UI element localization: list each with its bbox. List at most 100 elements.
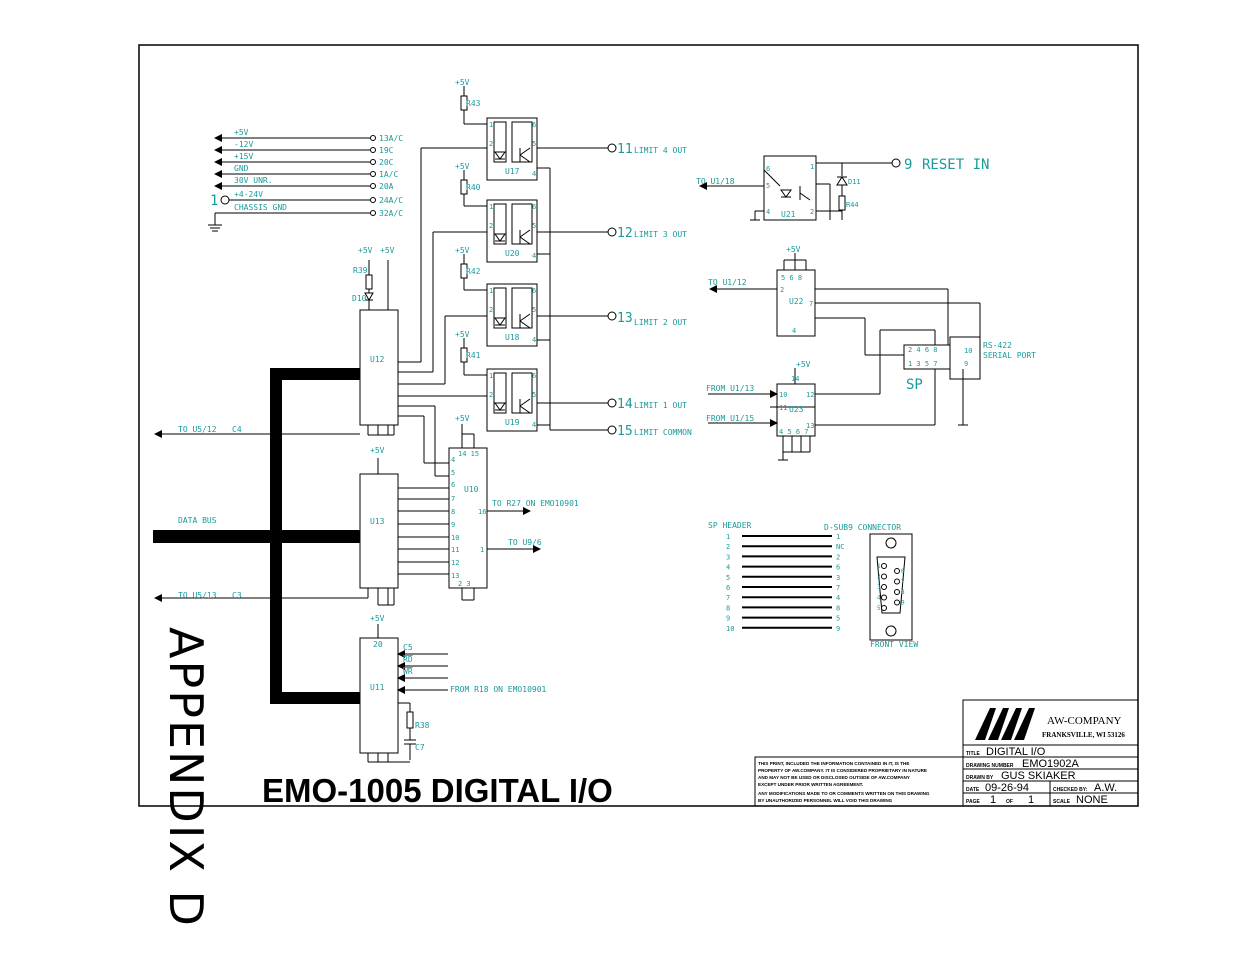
- to-u5-12: TO U5/12: [178, 425, 217, 434]
- dsub-pin-num: 6: [901, 568, 905, 575]
- dsub-pin: [894, 599, 900, 606]
- opto-pin: 1: [489, 372, 493, 380]
- svg-text:7: 7: [451, 495, 455, 503]
- sp-row-left: 6: [726, 584, 730, 592]
- u10-label: U10: [464, 485, 479, 494]
- to-u5-13: TO U5/13: [178, 591, 217, 600]
- d10-label: D10: [352, 294, 367, 303]
- rail-name: +15V: [234, 152, 253, 161]
- u12-label: U12: [370, 355, 385, 364]
- sp-row-left: 4: [726, 564, 730, 572]
- sp-row-left: 3: [726, 553, 730, 561]
- drawing-number-label: DRAWING NUMBER: [966, 763, 1014, 769]
- of-label: OF: [1006, 799, 1013, 805]
- resistor-label: R41: [466, 351, 481, 360]
- u11-chip: [359, 637, 399, 754]
- u12-chip: [359, 309, 399, 426]
- rd-label: RD: [403, 655, 413, 664]
- connector-1-label: 1: [210, 193, 218, 209]
- d11-label: D11: [848, 178, 861, 186]
- dsub-pin-num: 8: [901, 589, 905, 596]
- dsub-pin-num: 5: [877, 605, 881, 612]
- resistor-label: R43: [466, 99, 481, 108]
- opto-pin: 6: [532, 203, 536, 211]
- dsub-pin: [881, 594, 887, 601]
- page-value: 1: [990, 794, 996, 806]
- front-view-label: FRONT VIEW: [870, 640, 918, 649]
- rail-name: 30V UNR.: [234, 176, 273, 185]
- dsub-pin-num: 2: [877, 574, 881, 581]
- svg-text:16: 16: [478, 508, 486, 516]
- svg-text:13: 13: [451, 572, 459, 580]
- sp-row-right: 4: [836, 594, 840, 602]
- output-label: LIMIT 3 OUT: [634, 230, 687, 239]
- opto-pin: 5: [532, 222, 536, 230]
- opto-pin: 1: [489, 287, 493, 295]
- supply-label: +5V: [455, 330, 470, 339]
- dsub-pin: [881, 573, 887, 580]
- rail-pin: 1A/C: [379, 170, 398, 179]
- c5-label: C5: [403, 643, 413, 652]
- u23-pin: 10: [779, 391, 787, 399]
- u10-pin: 2 3: [458, 580, 471, 588]
- sp-label: SP: [906, 377, 923, 393]
- c4-label: C4: [232, 425, 242, 434]
- supply-label: +5V: [455, 414, 470, 423]
- u22-label: U22: [789, 297, 804, 306]
- sp-row-right: 1: [836, 533, 840, 541]
- svg-text:11: 11: [451, 546, 459, 554]
- supply-label: +5V: [358, 246, 373, 255]
- sp-row-right: 2: [836, 553, 840, 561]
- date-label: DATE: [966, 787, 980, 793]
- svg-text:AND MAY NOT BE USED OR DISCLOS: AND MAY NOT BE USED OR DISCLOSED OUTSIDE…: [758, 775, 910, 780]
- sp-row-right: 6: [836, 564, 840, 572]
- company-logo: [975, 708, 1035, 740]
- opto-label: U20: [505, 249, 520, 258]
- wr-label: WR: [403, 667, 413, 676]
- sp-row-left: 5: [726, 574, 730, 582]
- serial-header: [903, 344, 951, 370]
- u23-pin: 12: [806, 391, 814, 399]
- u23-pin: 14: [791, 375, 799, 383]
- dsub-pin: [894, 578, 900, 585]
- svg-text:EXCEPT UNDER PRIOR WRITTEN AGR: EXCEPT UNDER PRIOR WRITTEN AGREEMENT.: [758, 782, 863, 787]
- date-value: 09-26-94: [985, 782, 1029, 794]
- sp-row-right: 8: [836, 604, 840, 612]
- drawing-number: EMO1902A: [1022, 758, 1080, 770]
- rail-pin: 24A/C: [379, 196, 403, 205]
- svg-text:9: 9: [451, 521, 455, 529]
- u13-chip: [359, 473, 399, 589]
- dsub-title: D-SUB9 CONNECTOR: [824, 523, 901, 532]
- output-num: 15: [617, 424, 633, 439]
- opto-pin: 2: [489, 222, 493, 230]
- opto-label: U18: [505, 333, 520, 342]
- output-num: 14: [617, 397, 633, 412]
- svg-text:4: 4: [451, 456, 455, 464]
- opto-pin: 6: [532, 287, 536, 295]
- sp-row-left: 9: [726, 615, 730, 623]
- opto-pin: 2: [489, 306, 493, 314]
- dsub-pin: [881, 563, 887, 569]
- drawing-title: EMO-1005 DIGITAL I/O: [262, 772, 613, 809]
- output-label: LIMIT COMMON: [634, 428, 692, 437]
- serial-pins: 1 3 5 7: [908, 360, 938, 368]
- title-block: [754, 699, 1139, 807]
- opto-pin: 4: [532, 252, 536, 260]
- supply-label: +5V: [370, 446, 385, 455]
- scale-value: NONE: [1076, 794, 1108, 806]
- rail-name: GND: [234, 164, 249, 173]
- serial-pins: 2 4 6 8: [908, 346, 938, 354]
- u22-pin: 2: [780, 286, 784, 294]
- svg-text:8: 8: [451, 508, 455, 516]
- opto-pin: 4: [532, 170, 536, 178]
- reset-label: RESET IN: [922, 157, 989, 173]
- sp-row-right: 7: [836, 584, 840, 592]
- u21-pin: 5: [766, 182, 770, 190]
- svg-text:THIS PRINT, INCLUDED THE INFOR: THIS PRINT, INCLUDED THE INFORMATION CON…: [758, 761, 909, 766]
- opto-pin: 1: [489, 121, 493, 129]
- dsub-pin: [881, 584, 887, 590]
